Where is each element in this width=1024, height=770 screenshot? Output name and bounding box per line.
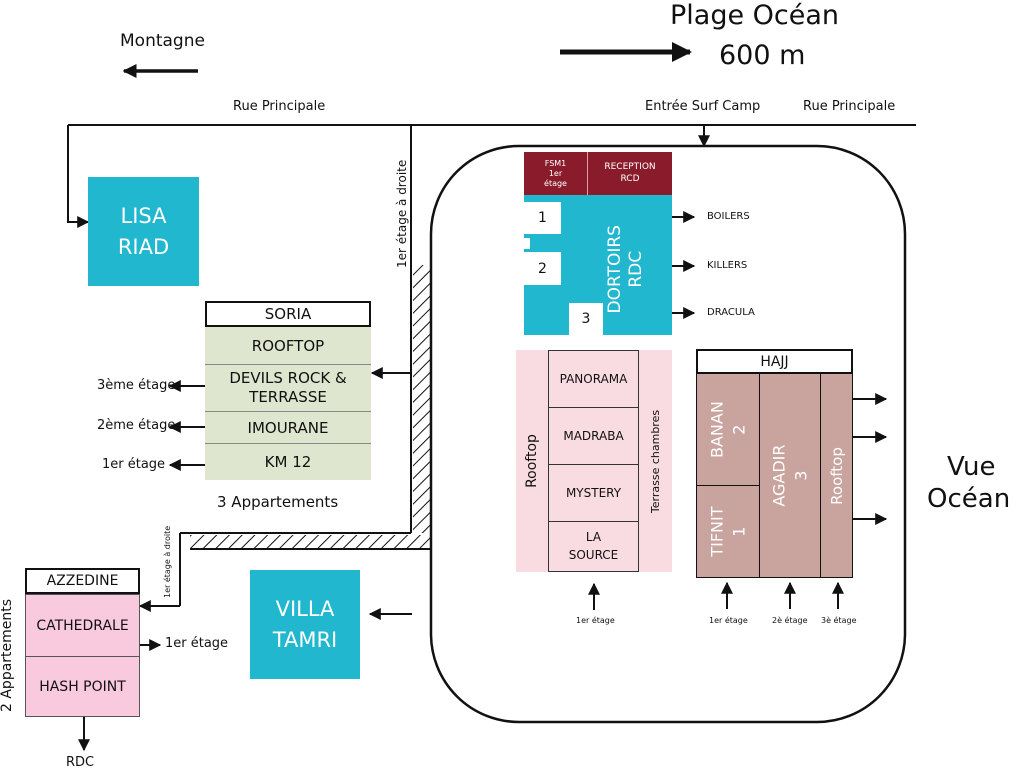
dorm-number: 2 (524, 252, 561, 285)
lisa-riad-line2: RIAD (117, 234, 170, 259)
rooftop-block-left-label: Rooftop (524, 434, 541, 488)
hajj-floor-arrows (721, 581, 844, 609)
fsm1-line1: FSM1 (544, 158, 567, 168)
reception-line1: RECEPTION (604, 161, 656, 172)
dorms-title: DORTOIRS RDC (598, 214, 654, 324)
dorm-name: DRACULA (707, 307, 755, 318)
ocean-view-line1: Vue (947, 452, 996, 482)
hajj-floor-label: 3è étage (821, 616, 857, 625)
azzedine-building: CATHEDRALE HASH POINT (25, 594, 140, 717)
azzedine-side-label: 2 Appartements (0, 598, 15, 712)
ocean-view-line2: Océan (927, 484, 1011, 514)
beach-distance: 600 m (719, 40, 806, 71)
hajj-building (696, 374, 853, 578)
side-lane (138, 125, 412, 612)
soria-room: DEVILS ROCK & TERRASSE (205, 365, 371, 412)
rooftop-block-room: MADRABA (549, 408, 638, 465)
surf-entrance-label: Entrée Surf Camp (645, 99, 761, 114)
dorms-title-line1: DORTOIRS (604, 224, 625, 314)
reception-line2: RCD (620, 173, 640, 184)
hajj-room-agadir: AGADIR 3 (769, 444, 811, 508)
soria-building: ROOFTOP DEVILS ROCK & TERRASSE IMOURANE … (205, 327, 371, 480)
azzedine-room: CATHEDRALE (26, 595, 139, 657)
rooftop-block-room: LA SOURCE (568, 530, 619, 562)
surf-camp-enclosure (429, 144, 907, 724)
hajj-title: HAJJ (696, 349, 853, 374)
soria-footer: 3 Appartements (217, 493, 339, 511)
azzedine-floor-label: 1er étage (165, 636, 229, 651)
fsm1-line2: 1er (548, 168, 563, 178)
main-street-label-right: Rue Principale (803, 99, 896, 114)
mountain-label: Montagne (120, 31, 205, 51)
soria-room: ROOFTOP (205, 327, 371, 365)
hajj-ocean-arrows (853, 393, 888, 525)
rooftop-block-rooms: PANORAMA MADRABA MYSTERY LA SOURCE (548, 350, 639, 572)
soria-title: SORIA (205, 301, 371, 327)
dorm-number: 3 (569, 303, 603, 335)
rooftop-block-right-label: Terrasse chambres (649, 409, 662, 513)
dorms-title-line2: RDC (626, 250, 646, 288)
soria-floor-label: 1er étage (102, 457, 166, 472)
soria-room: KM 12 (264, 453, 312, 471)
dorm-number: 1 (524, 202, 561, 234)
dorm-name: BOILERS (707, 211, 750, 222)
lane-first-floor-label-small: 1er étage à droite (163, 525, 172, 598)
rooftop-block-room: MYSTERY (549, 465, 638, 522)
azzedine-ground-label: RDC (66, 755, 95, 770)
soria-floor-label: 3ème étage (97, 378, 176, 393)
lisa-riad-line1: LISA (120, 204, 167, 229)
dorm-arrows (672, 211, 696, 319)
lisa-riad-building: LISA RIAD (88, 177, 199, 286)
villa-tamri-line2: TAMRI (272, 627, 338, 652)
hajj-floor-label: 1er étage (709, 616, 748, 625)
dorm-name: KILLERS (707, 260, 748, 271)
reception-room: RECEPTION RCD (588, 152, 672, 195)
azzedine-room: HASH POINT (39, 678, 126, 695)
soria-floor-arrows (168, 380, 205, 471)
dorm-notch (524, 238, 530, 249)
azzedine-title: AZZEDINE (25, 568, 140, 594)
rooftop-block-room: PANORAMA (549, 351, 638, 408)
rooftop-block (516, 350, 672, 572)
fsm1-line3: étage (544, 178, 567, 188)
rooftop-block-floor-label: 1er étage (576, 616, 615, 625)
hatched-wall (190, 265, 431, 550)
soria-room: IMOURANE (205, 412, 371, 444)
beach-title: Plage Océan (670, 0, 840, 31)
hajj-room-tifnit: TIFNIT 1 (707, 506, 748, 557)
main-street-label-left: Rue Principale (233, 99, 326, 114)
lane-first-floor-label: 1er étage à droite (395, 159, 409, 268)
soria-floor-label: 2ème étage (97, 418, 176, 433)
azzedine-arrows (78, 639, 162, 752)
fsm1-room: FSM1 1er étage (524, 152, 588, 195)
hajj-room-rooftop: Rooftop (827, 447, 846, 505)
hajj-floor-label: 2è étage (772, 616, 808, 625)
main-street-line (67, 124, 916, 228)
villa-tamri-building: VILLA TAMRI (250, 570, 360, 679)
villa-tamri-line1: VILLA (275, 597, 335, 622)
hajj-room-banan: BANAN 2 (707, 401, 748, 459)
